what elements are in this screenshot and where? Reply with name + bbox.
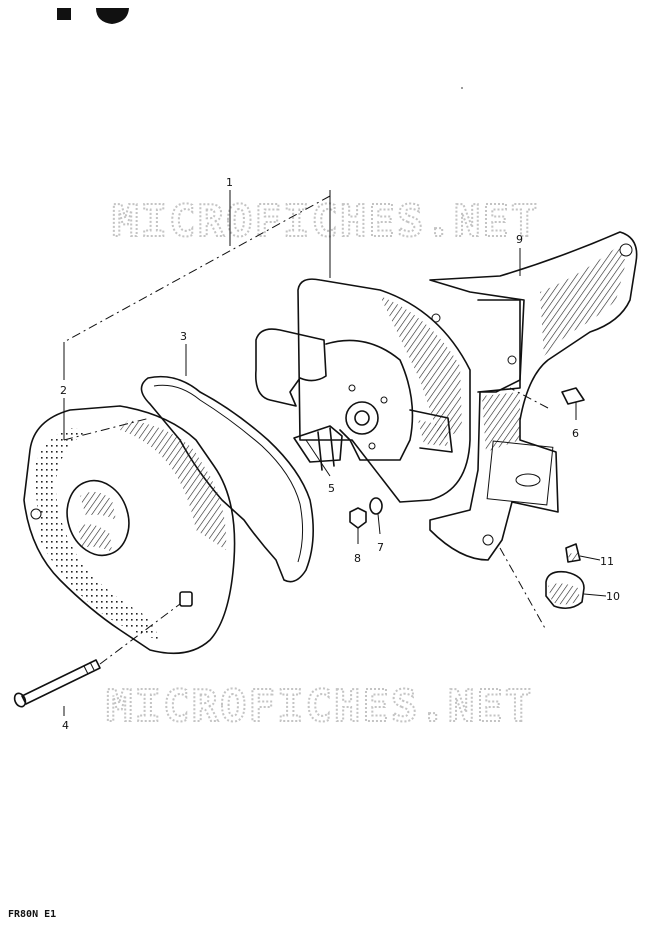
callout-4: 4 bbox=[62, 719, 69, 732]
screw-part-6 bbox=[509, 387, 585, 420]
watermark-bottom: MICROFICHES.NET bbox=[106, 681, 533, 732]
bracket-part-9 bbox=[429, 231, 638, 561]
scan-artifact bbox=[57, 8, 463, 89]
callout-11: 11 bbox=[600, 555, 614, 568]
washer-part-7 bbox=[369, 497, 383, 535]
callout-8: 8 bbox=[354, 552, 361, 565]
lamp-housing bbox=[254, 278, 471, 503]
watermark-top: MICROFICHES.NET bbox=[112, 196, 539, 247]
callout-5: 5 bbox=[328, 482, 335, 495]
socket-part-5 bbox=[305, 439, 331, 477]
callout-7: 7 bbox=[377, 541, 384, 554]
callout-10: 10 bbox=[606, 590, 620, 603]
grommet-part-10 bbox=[545, 570, 607, 610]
callout-2: 2 bbox=[60, 384, 67, 397]
callout-9: 9 bbox=[516, 233, 523, 246]
lens-part-2 bbox=[23, 405, 236, 655]
callout-3: 3 bbox=[180, 330, 187, 343]
callout-1: 1 bbox=[226, 176, 233, 189]
screw-part-4 bbox=[13, 659, 101, 708]
cap-part-11 bbox=[565, 543, 601, 563]
gasket-part-3 bbox=[140, 375, 314, 583]
footer-model-code: FR80N E1 bbox=[8, 909, 56, 920]
nut-part-8 bbox=[349, 507, 367, 544]
callout-6: 6 bbox=[572, 427, 579, 440]
